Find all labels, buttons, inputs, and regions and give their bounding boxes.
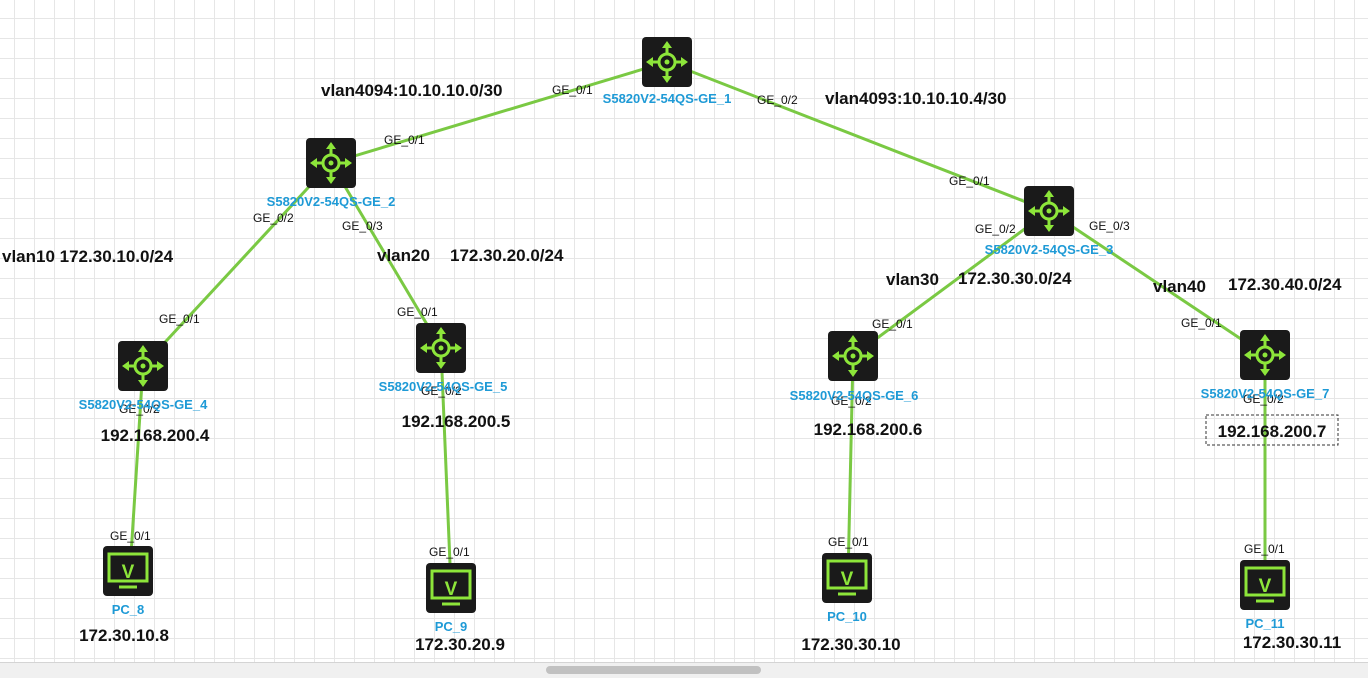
scrollbar-thumb[interactable]	[546, 666, 761, 674]
port-label: GE_0/3	[342, 219, 383, 233]
horizontal-scrollbar[interactable]	[0, 662, 1368, 678]
network-label-vlan4094: vlan4094:10.10.10.0/30	[321, 81, 502, 100]
network-label-vlan30-subnet: 172.30.30.0/24	[958, 269, 1072, 288]
switch-name: S5820V2-54QS-GE_5	[379, 379, 508, 394]
pc-name: PC_10	[827, 609, 867, 624]
switch-name: S5820V2-54QS-GE_7	[1201, 386, 1330, 401]
link-sw3-sw7[interactable]	[1048, 209, 1266, 357]
switch-sw3[interactable]: S5820V2-54QS-GE_3	[985, 184, 1114, 257]
port-labels: GE_0/1 GE_0/2 GE_0/1 GE_0/2 GE_0/3 GE_0/…	[110, 83, 1285, 559]
switch-icon	[1022, 184, 1076, 238]
switch-sw7[interactable]: S5820V2-54QS-GE_7 192.168.200.7	[1201, 328, 1339, 446]
port-label: GE_0/2	[421, 384, 462, 398]
switch-icon	[304, 136, 358, 190]
switch-name: S5820V2-54QS-GE_1	[603, 91, 732, 106]
switch-name: S5820V2-54QS-GE_2	[267, 194, 396, 209]
switch-name: S5820V2-54QS-GE_4	[79, 397, 208, 412]
pc-ip: 172.30.30.11	[1243, 633, 1341, 652]
port-label: GE_0/1	[429, 545, 470, 559]
switch-sw6[interactable]: S5820V2-54QS-GE_6 192.168.200.6	[790, 329, 923, 439]
pc-screen-glyph: V	[445, 579, 458, 600]
network-label-vlan30-name: vlan30	[886, 270, 939, 289]
port-label: GE_0/1	[1181, 316, 1222, 330]
port-label: GE_0/1	[159, 312, 200, 326]
port-label: GE_0/2	[119, 402, 160, 416]
link-sw4-pc8[interactable]	[128, 365, 145, 572]
link-sw5-pc9[interactable]	[439, 347, 453, 589]
pc-pc11[interactable]: V PC_11 172.30.30.11	[1238, 558, 1341, 652]
link-sw2-sw5[interactable]	[329, 162, 443, 349]
port-label: GE_0/2	[253, 211, 294, 225]
network-label-vlan4093: vlan4093:10.10.10.4/30	[825, 89, 1006, 108]
link-sw3-sw6[interactable]	[852, 209, 1050, 358]
switch-name: S5820V2-54QS-GE_6	[790, 388, 919, 403]
switch-name: S5820V2-54QS-GE_3	[985, 242, 1114, 257]
port-label: GE_0/1	[552, 83, 593, 97]
switch-ip: 192.168.200.4	[101, 426, 210, 445]
port-label: GE_0/2	[1243, 392, 1284, 406]
port-label: GE_0/2	[975, 222, 1016, 236]
network-label-vlan20-name: vlan20	[377, 246, 430, 265]
port-label: GE_0/2	[831, 394, 872, 408]
switch-sw5[interactable]: S5820V2-54QS-GE_5 192.168.200.5	[379, 321, 511, 431]
pc-name: PC_11	[1245, 616, 1284, 631]
switch-ip: 192.168.200.6	[814, 420, 923, 439]
port-label: GE_0/1	[397, 305, 438, 319]
switch-ip[interactable]: 192.168.200.7	[1218, 422, 1327, 441]
switch-icon	[640, 35, 694, 89]
port-label: GE_0/1	[949, 174, 990, 188]
port-label: GE_0/3	[1089, 219, 1130, 233]
pc-pc10[interactable]: V PC_10 172.30.30.10	[801, 551, 901, 654]
port-label: GE_0/1	[110, 529, 151, 543]
switch-sw4[interactable]: S5820V2-54QS-GE_4 192.168.200.4	[79, 339, 210, 445]
pc-screen-glyph: V	[841, 569, 854, 590]
switch-ip: 192.168.200.5	[402, 412, 511, 431]
port-label: GE_0/2	[757, 93, 798, 107]
pc-ip: 172.30.10.8	[79, 626, 169, 645]
port-label: GE_0/1	[1244, 542, 1285, 556]
pc-ip: 172.30.30.10	[801, 635, 900, 654]
pc-name: PC_8	[112, 602, 145, 617]
pc-pc9[interactable]: V PC_9 172.30.20.9	[415, 561, 505, 654]
pc-name: PC_9	[435, 619, 468, 634]
switch-icon	[1238, 328, 1292, 382]
network-label-vlan40-name: vlan40	[1153, 277, 1206, 296]
switch-icon	[116, 339, 170, 393]
switch-icon	[414, 321, 468, 375]
port-label: GE_0/1	[384, 133, 425, 147]
link-sw2-sw4[interactable]	[141, 161, 333, 368]
pc-screen-glyph: V	[1259, 576, 1272, 597]
pc-screen-glyph: V	[122, 562, 135, 583]
link-sw1-sw2[interactable]	[330, 60, 668, 165]
selection-box	[1205, 414, 1339, 446]
pc-pc8[interactable]: V PC_8 172.30.10.8	[79, 544, 169, 645]
switch-sw2[interactable]: S5820V2-54QS-GE_2	[267, 136, 396, 209]
port-label: GE_0/1	[872, 317, 913, 331]
link-sw1-sw3[interactable]	[666, 60, 1050, 213]
links	[128, 60, 1267, 589]
port-label: GE_0/1	[828, 535, 869, 549]
switch-icon	[826, 329, 880, 383]
pc-ip: 172.30.20.9	[415, 635, 505, 654]
network-label-vlan40-subnet: 172.30.40.0/24	[1228, 275, 1342, 294]
network-label-vlan10: vlan10 172.30.10.0/24	[2, 247, 174, 266]
switch-sw1[interactable]: S5820V2-54QS-GE_1	[603, 35, 732, 106]
link-sw6-pc10[interactable]	[846, 355, 855, 579]
network-label-vlan20-subnet: 172.30.20.0/24	[450, 246, 564, 265]
